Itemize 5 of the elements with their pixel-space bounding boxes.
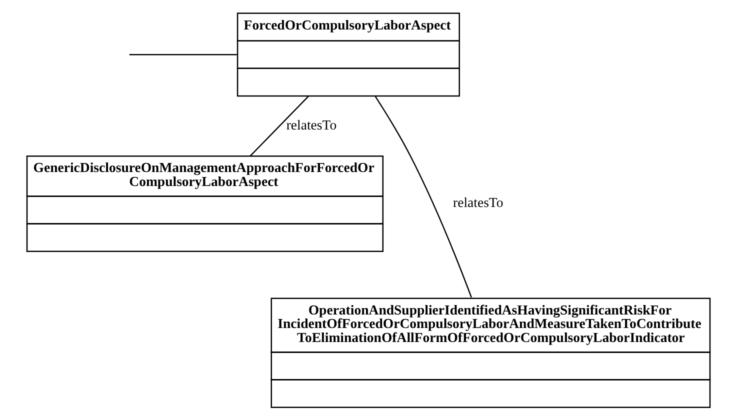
edge-label: relatesTo xyxy=(452,195,503,210)
connector xyxy=(374,96,472,298)
connector xyxy=(249,96,308,156)
edge-label: relatesTo xyxy=(286,118,336,133)
connector xyxy=(128,54,236,56)
